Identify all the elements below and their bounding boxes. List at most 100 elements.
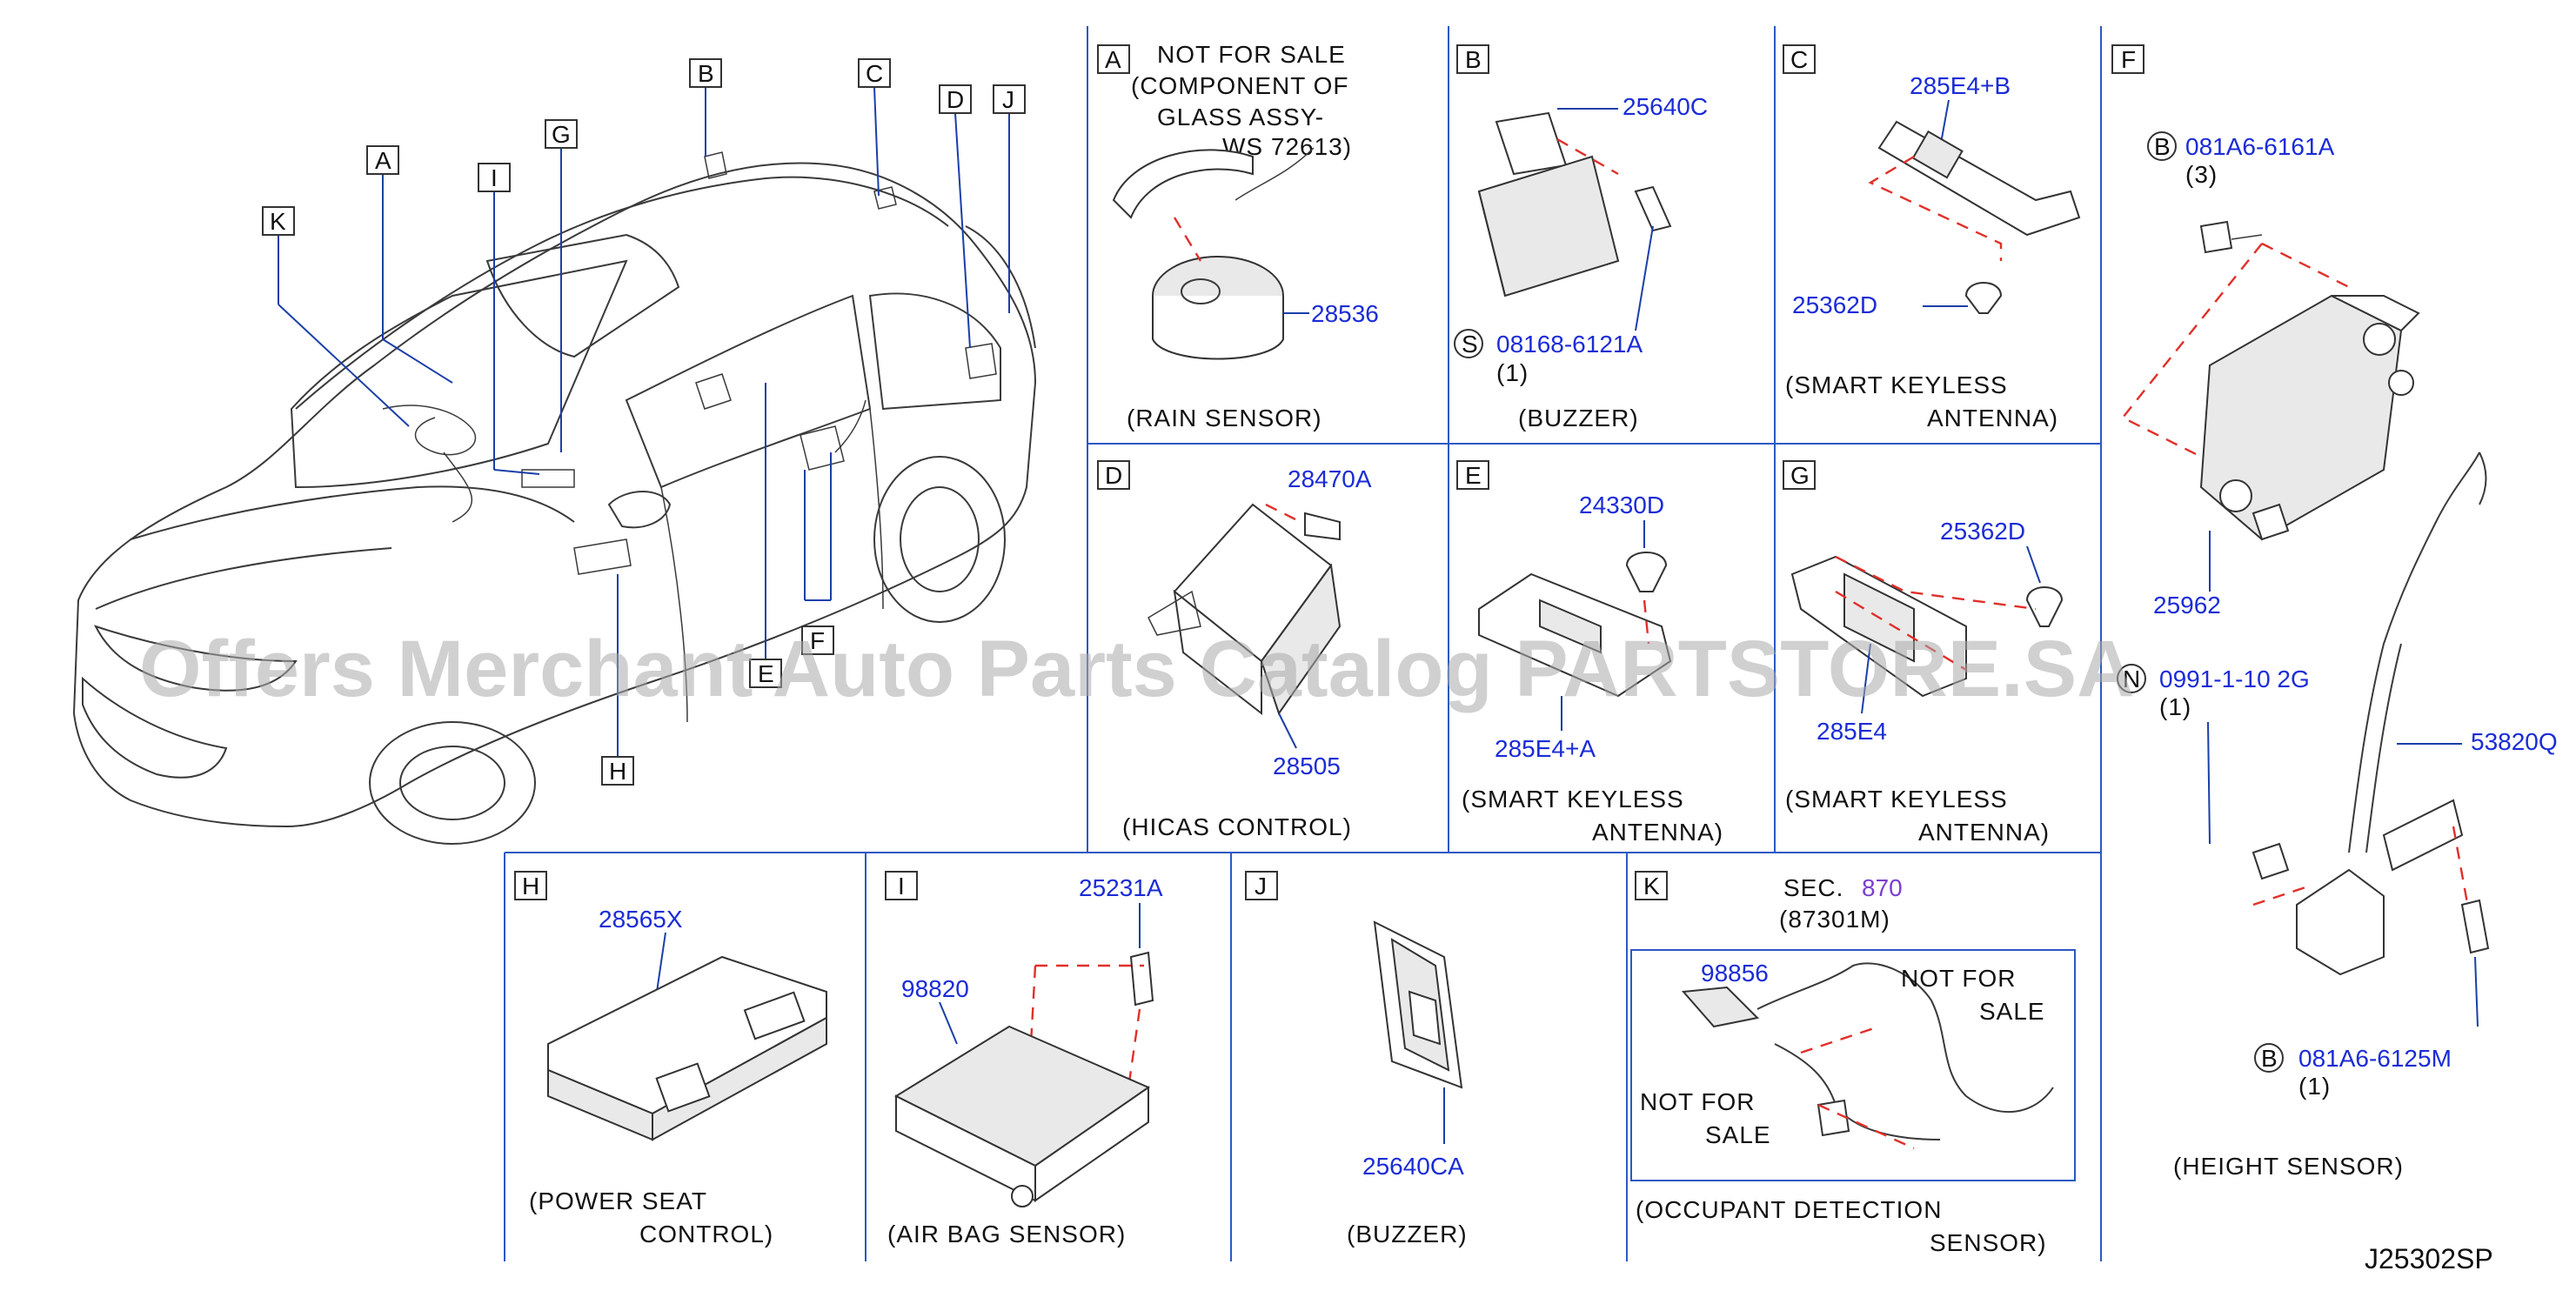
- caption: (BUZZER): [1347, 1221, 1468, 1248]
- caption-line-2: ANTENNA): [1592, 819, 1723, 846]
- part-number: 25640CA: [1362, 1153, 1464, 1180]
- caption: (RAIN SENSOR): [1127, 405, 1322, 431]
- panel-grid: [504, 26, 2102, 1261]
- svg-text:H: H: [522, 873, 539, 900]
- svg-text:D: D: [1105, 462, 1122, 489]
- panel-d: D 28470A 28505 (HICAS CONTROL): [1097, 460, 1372, 840]
- nut-qty: (1): [2159, 693, 2191, 720]
- part-number-1: 25362D: [1940, 518, 2025, 545]
- bolt1-qty: (3): [2185, 161, 2218, 188]
- svg-text:K: K: [1643, 873, 1660, 900]
- caption-line-1: (SMART KEYLESS: [1462, 786, 1684, 813]
- part-number-2: 53820Q: [2471, 728, 2558, 755]
- svg-text:D: D: [947, 86, 964, 113]
- section-label: SEC.: [1783, 874, 1843, 901]
- svg-text:A: A: [1105, 46, 1121, 73]
- svg-text:J: J: [1002, 86, 1014, 113]
- part-number: 98856: [1701, 960, 1769, 987]
- callout-box-d: D: [939, 84, 972, 114]
- part-number-2: 28505: [1273, 753, 1341, 779]
- panel-f: F B 081A6-6161A (3) 25962 N 0991-1-10 2G…: [2111, 44, 2558, 1180]
- bolt1-number: 081A6-6161A: [2185, 133, 2335, 160]
- panel-c: C 285E4+B 25362D (SMART KEYLESS ANTENNA): [1783, 44, 2081, 431]
- detail-frame: [1630, 949, 2076, 1181]
- panel-j: J 25640CA (BUZZER): [1245, 871, 1468, 1248]
- svg-text:G: G: [552, 121, 571, 148]
- nfs2-line-2: SALE: [1705, 1121, 1771, 1148]
- note-line-2: (COMPONENT OF: [1131, 72, 1348, 99]
- callout-box-a: A: [366, 145, 399, 175]
- note-line-1: NOT FOR SALE: [1157, 41, 1346, 68]
- panel-b: B 25640C S 08168-6121A (1) (BUZZER): [1454, 44, 1708, 431]
- caption-line-2: ANTENNA): [1927, 405, 2058, 431]
- part-number-1: 25231A: [1079, 874, 1163, 901]
- nfs1-line-1: NOT FOR: [1901, 965, 2016, 992]
- callout-box-e: E: [749, 659, 782, 688]
- part-number-1: 28470A: [1288, 465, 1372, 492]
- section-ref: (87301M): [1779, 906, 1890, 933]
- svg-text:F: F: [2121, 46, 2136, 73]
- section-number: 870: [1862, 874, 1903, 901]
- part-number-1: 285E4+B: [1910, 72, 2011, 99]
- panel-g: G 25362D 285E4 (SMART KEYLESS ANTENNA): [1783, 460, 2064, 846]
- caption-line-2: CONTROL): [639, 1221, 773, 1248]
- svg-text:B: B: [2154, 133, 2171, 160]
- svg-text:G: G: [1790, 462, 1810, 489]
- svg-text:B: B: [698, 60, 714, 87]
- caption-line-2: SENSOR): [1930, 1229, 2047, 1256]
- svg-text:B: B: [1465, 46, 1482, 73]
- svg-text:S: S: [1462, 331, 1478, 358]
- caption-line-2: ANTENNA): [1918, 819, 2050, 846]
- callout-box-k: K: [262, 206, 295, 236]
- caption: (AIR BAG SENSOR): [887, 1221, 1126, 1248]
- svg-text:J: J: [1255, 873, 1267, 900]
- svg-text:A: A: [375, 147, 391, 174]
- note-line-3: GLASS ASSY-: [1157, 104, 1324, 130]
- vehicle-overview: [72, 151, 1037, 845]
- caption-line-1: (OCCUPANT DETECTION: [1636, 1196, 1942, 1223]
- part-number-1: 25962: [2153, 592, 2221, 619]
- caption: (BUZZER): [1518, 405, 1639, 431]
- caption-line-1: (SMART KEYLESS: [1785, 786, 2008, 813]
- diagram-code: J25302SP: [2365, 1243, 2493, 1274]
- svg-text:E: E: [758, 660, 774, 687]
- caption: (HEIGHT SENSOR): [2173, 1153, 2404, 1180]
- svg-text:C: C: [866, 60, 883, 87]
- caption: (HICAS CONTROL): [1122, 813, 1352, 840]
- part-number-2: 25362D: [1792, 291, 1877, 318]
- panel-e: E 24330D 285E4+A (SMART KEYLESS ANTENNA): [1456, 460, 1723, 846]
- nfs2-line-1: NOT FOR: [1640, 1088, 1755, 1115]
- svg-text:E: E: [1465, 462, 1482, 489]
- svg-text:I: I: [898, 873, 905, 900]
- part-number-2: 285E4+A: [1495, 735, 1596, 762]
- watermark: Offers Merchant Auto Parts Catalog PARTS…: [139, 625, 2135, 713]
- svg-text:H: H: [609, 758, 626, 785]
- part-number-1: 24330D: [1579, 492, 1664, 518]
- panel-i: I 25231A 98820 (AIR BAG SENSOR): [885, 871, 1163, 1248]
- nut-number: 0991-1-10 2G: [2159, 666, 2310, 692]
- svg-text:C: C: [1790, 46, 1808, 73]
- overview-callout-leaders: [278, 86, 1010, 757]
- panel-k: K SEC. 870 (87301M) 98856 NOT FOR SALE N…: [1630, 871, 2076, 1256]
- screw-number: 08168-6121A: [1496, 331, 1643, 358]
- panel-a: A NOT FOR SALE (COMPONENT OF GLASS ASSY-…: [1097, 41, 1379, 431]
- bolt2-number: 081A6-6125M: [2298, 1045, 2452, 1072]
- svg-text:I: I: [491, 164, 498, 191]
- panel-h: H 28565X (POWER SEAT CONTROL): [514, 871, 827, 1248]
- part-number: 28536: [1311, 300, 1379, 327]
- callout-box-i: I: [478, 163, 511, 192]
- part-number-2: 285E4: [1817, 718, 1887, 745]
- part-number: 28565X: [599, 906, 683, 933]
- svg-text:K: K: [270, 208, 286, 235]
- svg-text:N: N: [2123, 666, 2140, 692]
- bolt2-qty: (1): [2298, 1073, 2331, 1100]
- part-number: 25640C: [1623, 93, 1708, 120]
- callout-box-j: J: [993, 84, 1026, 114]
- callout-box-g: G: [545, 119, 578, 149]
- caption-line-1: (SMART KEYLESS: [1785, 371, 2008, 398]
- svg-text:F: F: [810, 627, 825, 654]
- callout-box-c: C: [858, 58, 891, 88]
- nfs1-line-2: SALE: [1979, 998, 2045, 1025]
- svg-text:B: B: [2261, 1045, 2278, 1072]
